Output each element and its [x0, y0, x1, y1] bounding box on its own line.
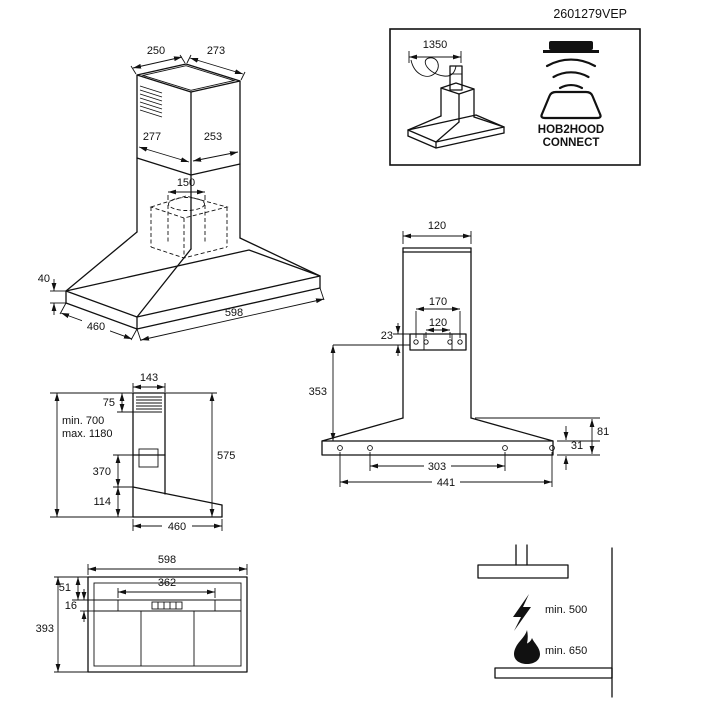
dim-height-min: min. 700	[62, 415, 104, 427]
dim-iso-body-depth: 460	[87, 321, 105, 333]
dim-bracket-inner: 120	[429, 317, 447, 329]
hidden-duct-outline	[149, 195, 229, 259]
dim-top-depth: 393	[36, 623, 54, 635]
dim-body-height: 81	[597, 426, 609, 438]
mini-hood-drawing	[407, 82, 505, 149]
dim-iso-duct-diameter: 150	[177, 177, 195, 189]
dim-front-chimney-width: 120	[428, 220, 446, 232]
isometric-view: 250 273 277 253 150 40 460 598	[38, 45, 325, 342]
top-outline	[87, 576, 248, 673]
dim-iso-lower-depth: 277	[143, 131, 161, 143]
front-chimney	[402, 247, 472, 419]
dim-iso-top-depth: 273	[207, 45, 225, 57]
dim-iso-top-width: 250	[147, 45, 165, 57]
dim-cable-length: 1350	[423, 39, 447, 51]
dim-top-width: 598	[158, 554, 176, 566]
dim-electric-hob-min: min. 500	[545, 604, 587, 616]
front-view: 120 170 120 23 353 31 81 303	[309, 220, 610, 489]
front-canopy	[321, 417, 555, 456]
side-canopy	[132, 486, 223, 518]
dim-front-inset: 51	[59, 582, 71, 594]
hood-canopy-symbol	[477, 564, 569, 579]
vent-slot	[151, 601, 183, 610]
top-view: 598 362 51 16 393	[36, 554, 248, 673]
dim-side-body-depth: 460	[168, 521, 186, 533]
vent-grille-icon	[139, 85, 163, 118]
dim-bracket-offset: 23	[381, 330, 393, 342]
plug-icon	[449, 65, 463, 91]
hob2hood-panel: 1350	[389, 28, 641, 166]
flame-icon	[514, 630, 540, 664]
dim-iso-body-width: 598	[225, 307, 243, 319]
dim-gas-hob-min: min. 650	[545, 645, 587, 657]
dim-body-rear-height: 114	[93, 496, 111, 508]
lightning-icon	[513, 594, 531, 631]
dim-rim-height: 31	[571, 440, 583, 452]
wall-bracket	[409, 333, 467, 351]
dim-screw-inner: 303	[428, 461, 446, 473]
dim-lower-chimney: 370	[93, 466, 111, 478]
hob-surface-symbol	[494, 667, 613, 679]
signal-waves-icon	[545, 58, 597, 90]
chimney-duct	[136, 63, 241, 250]
sheet-number: 2601279VEP	[553, 7, 627, 21]
dim-grille-height: 75	[103, 397, 115, 409]
dim-side-chimney-depth: 143	[140, 372, 158, 384]
side-view: 143 75 min. 700 max. 1180 370 114 575 46…	[50, 372, 235, 533]
hood-canopy	[65, 231, 321, 330]
dim-iso-lower-width: 253	[204, 131, 222, 143]
panel-border	[389, 28, 641, 166]
dim-bracket-outer: 170	[429, 296, 447, 308]
clearance-view: min. 500 min. 650	[477, 544, 613, 698]
dim-iso-rim-height: 40	[38, 273, 50, 285]
hob2hood-title-line2: CONNECT	[543, 137, 600, 149]
dim-cutout-width: 362	[158, 577, 176, 589]
dim-height-max: max. 1180	[62, 428, 113, 440]
dim-mount-height: 353	[309, 386, 327, 398]
hood-signal-icon	[540, 41, 602, 120]
side-grille-icon	[136, 396, 162, 413]
hob2hood-title-line1: HOB2HOOD	[538, 124, 604, 136]
dim-screw-outer: 441	[437, 477, 455, 489]
power-cable-icon	[410, 57, 463, 91]
dim-total-height: 575	[217, 450, 235, 462]
hob-icon	[540, 90, 602, 120]
dim-strip-depth: 16	[65, 600, 77, 612]
bracket-plate	[138, 448, 159, 468]
